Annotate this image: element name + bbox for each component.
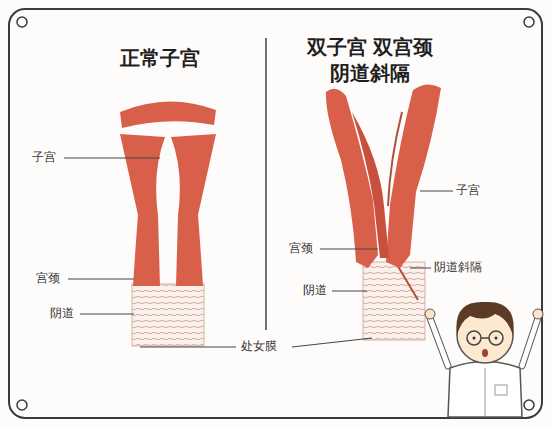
part-label: 宫颈	[289, 241, 313, 255]
uterus-wall	[171, 134, 216, 286]
double-uterus	[326, 84, 441, 340]
uterine-septum	[388, 112, 402, 206]
part-label: 阴道	[50, 306, 74, 320]
part-label: 阴道	[303, 283, 327, 297]
part-label: 处女膜	[241, 339, 277, 353]
divider	[265, 38, 267, 330]
part-label: 子宫	[456, 183, 480, 197]
vaginal-septum	[396, 263, 418, 300]
doctor-cartoon	[425, 302, 543, 417]
part-label: 阴道斜隔	[434, 260, 482, 274]
uterus-wall	[120, 134, 165, 286]
normal-uterus	[120, 101, 216, 346]
heading-title: 正常子宫	[100, 45, 220, 71]
part-label: 宫颈	[36, 271, 60, 285]
frame	[9, 9, 542, 418]
leader-lines	[64, 158, 453, 347]
uterus-horn	[386, 84, 441, 268]
frame-corners	[17, 17, 534, 410]
part-label: 子宫	[32, 150, 56, 164]
uterine-septum	[352, 112, 389, 258]
heading-title: 双子宫 双宫颈 阴道斜隔	[300, 34, 440, 86]
vagina	[132, 284, 204, 346]
uterus-fundus	[120, 101, 216, 128]
vagina	[363, 262, 425, 340]
